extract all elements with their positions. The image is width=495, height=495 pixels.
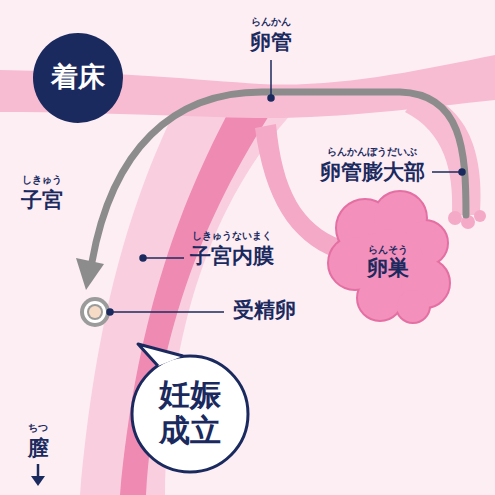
furigana: らんそう xyxy=(325,244,450,256)
node-label: 妊娠 成立 xyxy=(155,377,225,448)
leader-lines xyxy=(107,60,465,315)
part-name: 卵管 xyxy=(211,30,331,54)
furigana: ちつ xyxy=(8,422,68,434)
endometrium xyxy=(120,100,276,495)
fertilized-egg xyxy=(80,297,110,327)
ovary-shape: らんそう卵巣 xyxy=(325,188,450,323)
down-arrow xyxy=(31,464,45,486)
part-name: 子宮内膜 xyxy=(167,244,297,268)
part-name: 膣 xyxy=(8,436,68,460)
furigana: らんかん xyxy=(211,16,331,28)
speech-bubble: 妊娠 成立 xyxy=(128,352,252,476)
node-label: 着床 xyxy=(33,61,123,92)
node-text: 妊娠 成立 xyxy=(155,377,225,448)
node-label: 卵巣 xyxy=(325,256,450,280)
part-name: 受精卵 xyxy=(219,298,309,322)
furigana: しきゅう xyxy=(2,174,82,186)
furigana: らんかんぼうだいぶ xyxy=(292,146,452,158)
part-name: 卵管膨大部 xyxy=(292,160,452,184)
node-text: 着床 xyxy=(33,61,123,92)
title-circle: 着床 xyxy=(33,33,123,123)
node-text: らんそう卵巣 xyxy=(325,244,450,280)
path-arrow-head xyxy=(76,258,104,290)
part-name: 子宮 xyxy=(2,188,82,212)
furigana: しきゅうないまく xyxy=(167,230,297,242)
